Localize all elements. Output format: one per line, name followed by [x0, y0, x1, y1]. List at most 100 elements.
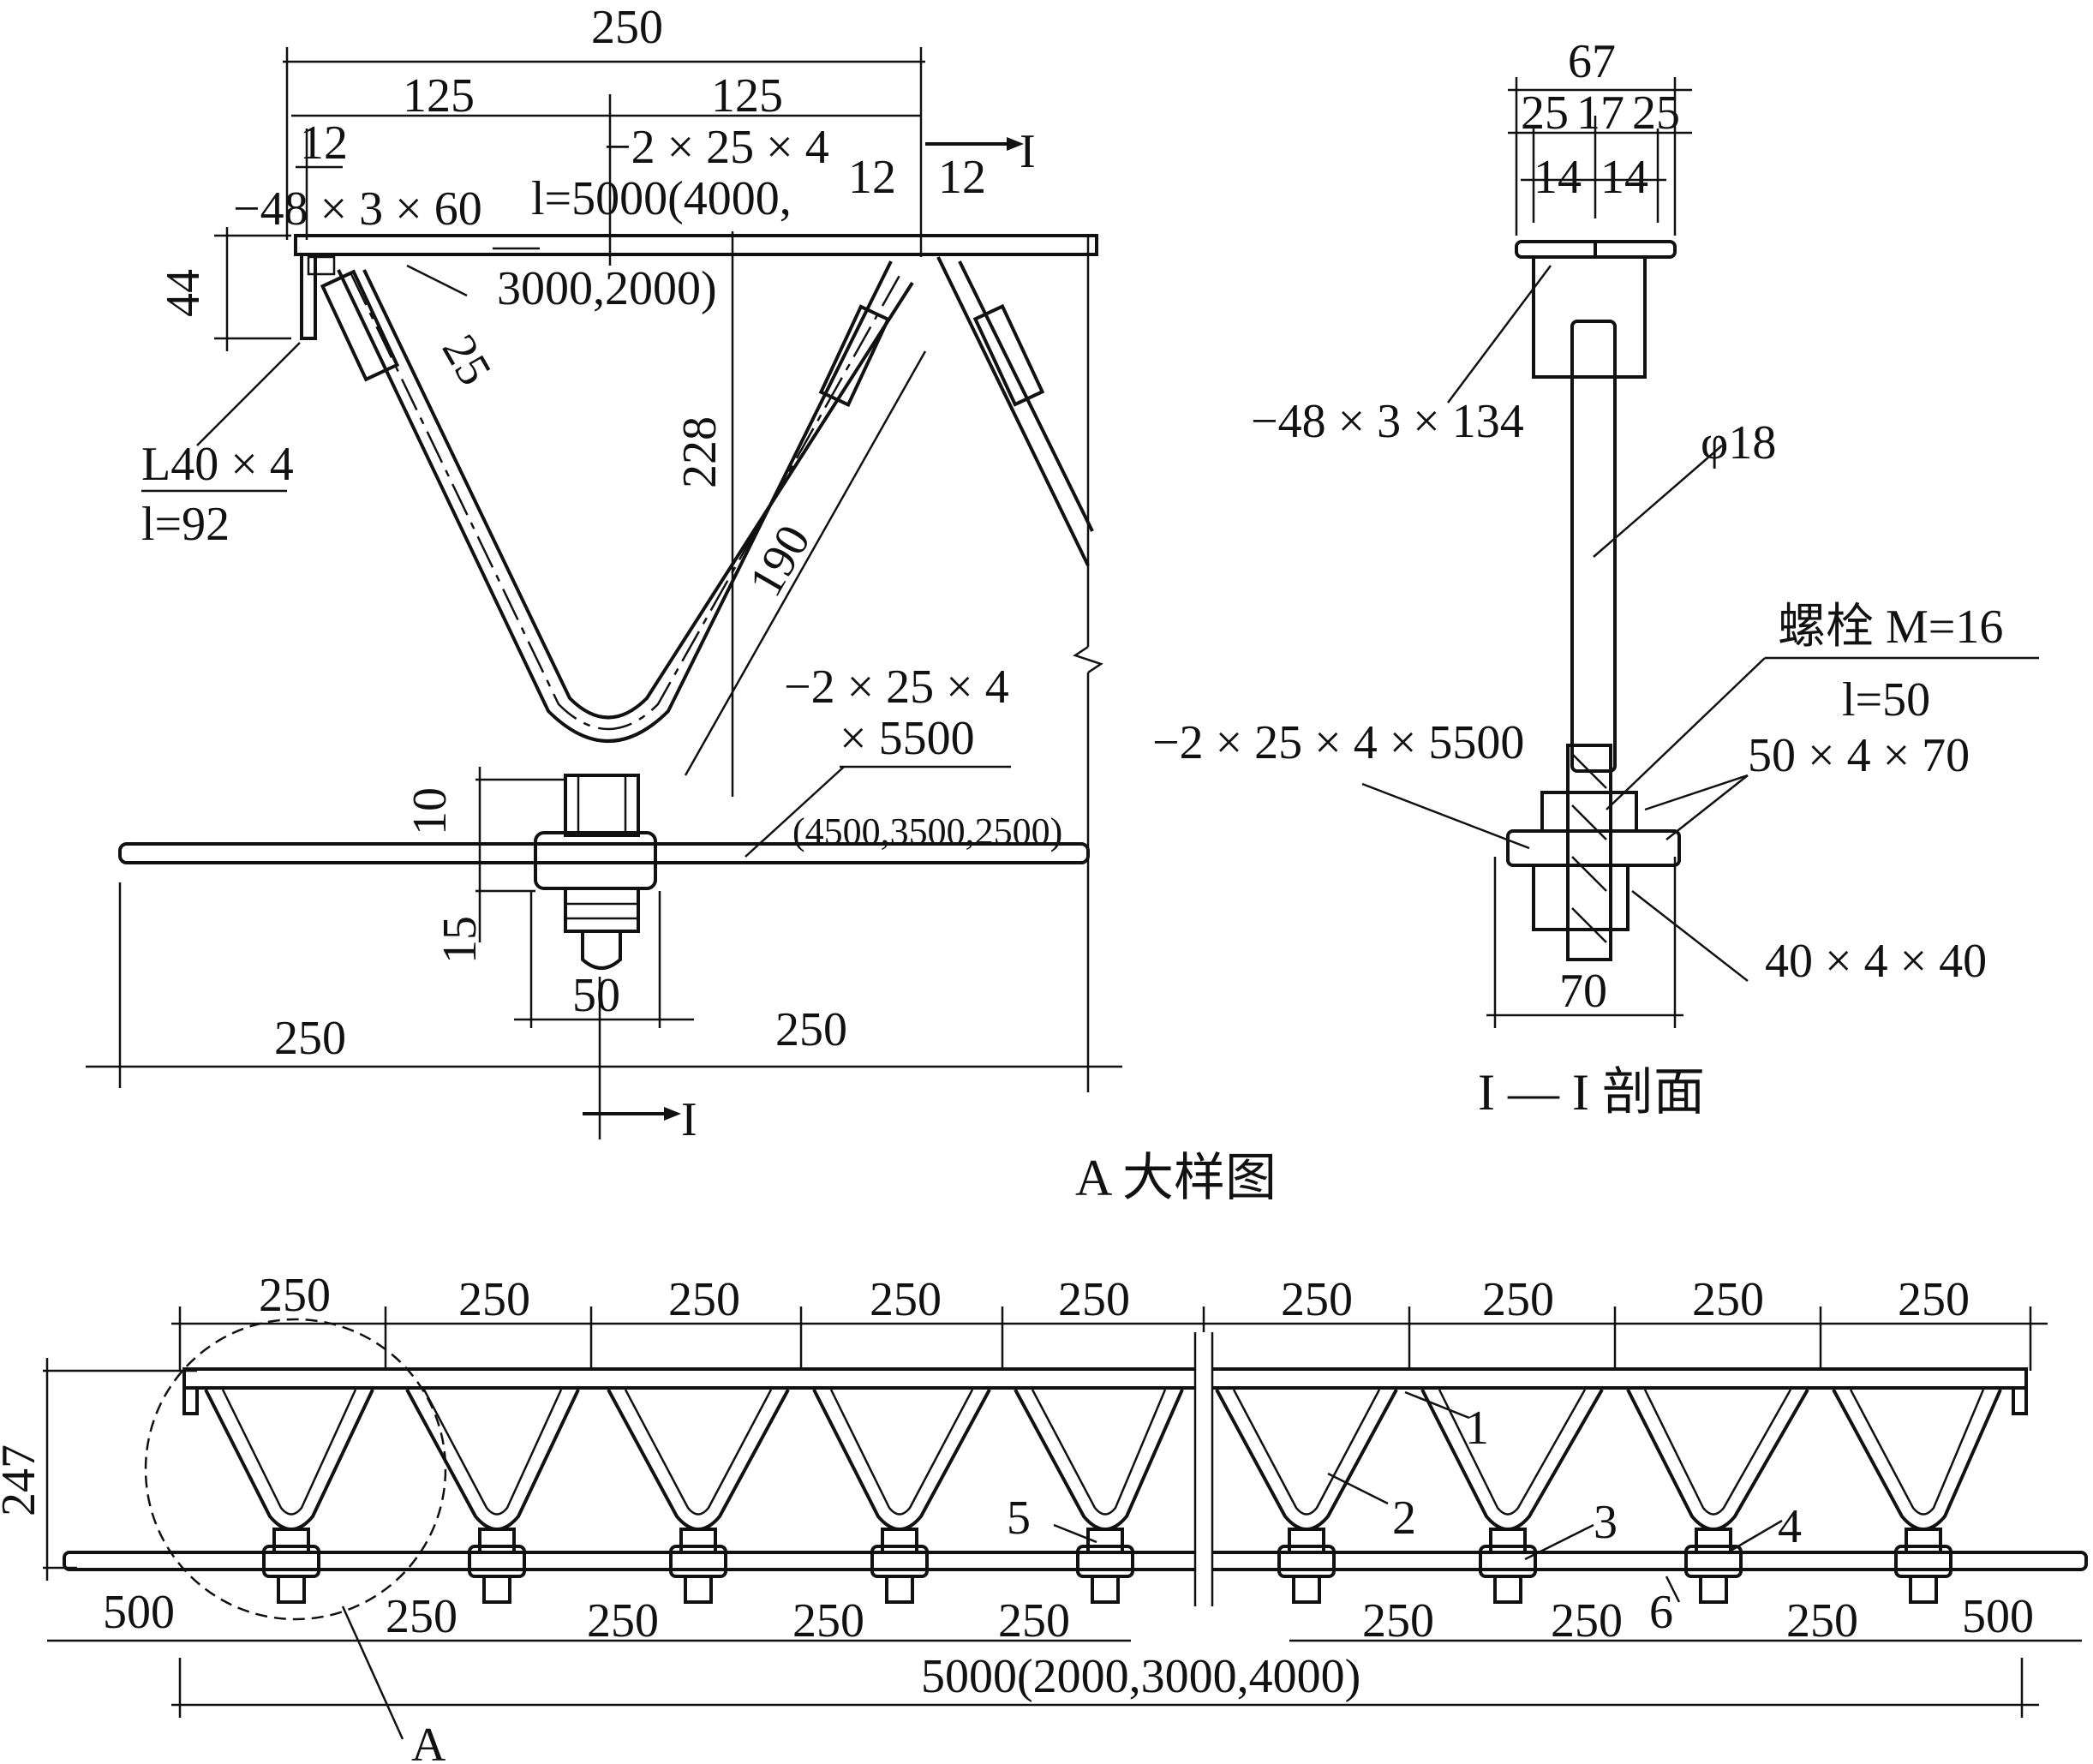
angle-label-1: L40 × 4	[141, 438, 294, 491]
web-bar-inner	[1232, 1389, 1381, 1516]
node-bolt	[482, 1575, 511, 1604]
dim-125-right: 125	[711, 69, 783, 123]
dim-190: 190	[739, 517, 822, 606]
node-connector	[1086, 1528, 1124, 1554]
web-bar-inner	[1849, 1389, 1985, 1516]
sec-dim-25-right: 25	[1632, 87, 1680, 140]
web-bar	[204, 1389, 374, 1531]
node-connector	[1695, 1528, 1732, 1554]
section-title: I — I 剖面	[1478, 1064, 1705, 1121]
node-connector	[1905, 1528, 1942, 1554]
sec-bolt-label-1: 螺栓 M=16	[1778, 601, 2003, 654]
sec-angle-label: 40 × 4 × 40	[1765, 935, 1987, 988]
dim-50: 50	[572, 969, 620, 1022]
sec-washer-label: 50 × 4 × 70	[1748, 729, 1970, 782]
dim-44: 44	[157, 269, 210, 317]
dim-250-bottom-right: 250	[775, 1003, 847, 1056]
node-bolt	[1909, 1575, 1938, 1604]
truss-dim-top: 250	[259, 1269, 331, 1322]
bar-top-label-1: −2 × 25 × 4	[604, 121, 829, 174]
section-mark-top: I	[1020, 125, 1036, 178]
node-bolt	[1493, 1575, 1522, 1604]
node-connector	[478, 1528, 516, 1554]
truss-dim-top: 250	[668, 1273, 740, 1326]
dim-10: 10	[404, 787, 457, 835]
bar-bot-label-2: × 5500	[840, 712, 975, 765]
node-bolt	[1699, 1575, 1728, 1604]
node-bolt	[684, 1575, 713, 1604]
web-bar	[1215, 1389, 1398, 1531]
section-mark-bottom: I	[681, 1093, 697, 1146]
sec-plate-label: −48 × 3 × 134	[1251, 395, 1524, 448]
truss-dim-bottom: 250	[587, 1594, 659, 1647]
callout-2: 2	[1392, 1492, 1416, 1545]
node-bolt	[1292, 1575, 1321, 1604]
dim-12-right: 12	[938, 151, 986, 204]
node-connector	[1288, 1528, 1325, 1554]
dim-250-top: 250	[591, 1, 663, 54]
callout-1: 1	[1465, 1402, 1489, 1455]
detail-title: A 大样图	[1075, 1150, 1277, 1206]
truss-dim-top: 250	[1898, 1273, 1970, 1326]
dim-12-mid: 12	[848, 151, 896, 204]
web-bar-inner	[1438, 1389, 1587, 1516]
node-bolt	[277, 1575, 306, 1604]
truss-elevation: 250 250 250 250 250 250 250 250 250 247 …	[0, 1269, 2088, 1764]
node-bolt	[885, 1575, 914, 1604]
dim-228: 228	[673, 416, 727, 488]
truss-top-dims: 250 250 250 250 250 250 250 250 250	[259, 1269, 1970, 1326]
detail-a: 250 125 125 12 12 12 I −48 × 3 × 60 −2 ×…	[86, 1, 1122, 1146]
truss-bottom-dims: 500 250 250 250 250 250 250 250 500	[103, 1586, 2034, 1647]
bar-bot-label-1: −2 × 25 × 4	[784, 661, 1009, 714]
section-i-i: 67 25 17 25 14 14 −48 × 3 × 134 φ18 螺栓 M…	[1152, 35, 2039, 1121]
truss-dim-bottom: 250	[792, 1594, 864, 1647]
dim-250-bottom-left: 250	[274, 1012, 346, 1065]
plate-top-label: −48 × 3 × 60	[233, 182, 482, 236]
truss-dim-bottom: 500	[103, 1586, 175, 1639]
bar-top-label-3: 3000,2000)	[497, 262, 717, 315]
truss-dim-top: 250	[1058, 1273, 1130, 1326]
sec-dim-14-left: 14	[1534, 151, 1582, 204]
angle-label-2: l=92	[141, 498, 230, 551]
sec-dim-67: 67	[1568, 35, 1616, 88]
dim-15: 15	[434, 916, 487, 964]
detail-ref-label: A	[411, 1719, 446, 1764]
web-bar-inner	[221, 1389, 357, 1516]
sec-bolt-label-2: l=50	[1842, 673, 1930, 727]
truss-dim-top: 250	[870, 1273, 942, 1326]
node-connector	[679, 1528, 717, 1554]
sec-dim-25-left: 25	[1521, 87, 1569, 140]
callout-4: 4	[1778, 1500, 1802, 1553]
node-connector	[1489, 1528, 1527, 1554]
sec-dim-17: 17	[1576, 87, 1624, 140]
dim-12-left: 12	[300, 117, 348, 170]
bar-bot-label-3: (4500,3500,2500)	[792, 810, 1062, 852]
sec-rod-label: φ18	[1701, 416, 1776, 469]
dim-125-left: 125	[403, 69, 475, 123]
truss-dim-bottom: 250	[998, 1594, 1070, 1647]
dim-25: 25	[432, 326, 502, 394]
node-bolt	[1091, 1575, 1120, 1604]
truss-dim-bottom: 500	[1962, 1590, 2034, 1643]
callout-5: 5	[1007, 1492, 1031, 1545]
sec-dim-14-right: 14	[1600, 151, 1648, 204]
node-connector	[881, 1528, 918, 1554]
truss-dim-bottom: 250	[1362, 1594, 1434, 1647]
callout-6: 6	[1649, 1586, 1673, 1639]
truss-dim-bottom: 250	[386, 1590, 457, 1643]
truss-dim-top: 250	[458, 1273, 530, 1326]
truss-dim-bottom: 250	[1786, 1594, 1858, 1647]
callout-3: 3	[1594, 1496, 1618, 1549]
sec-dim-70: 70	[1559, 965, 1607, 1018]
bar-top-label-2: l=5000(4000,	[531, 172, 792, 225]
web-bar-inner	[1643, 1389, 1792, 1516]
web-bar-inner	[829, 1389, 974, 1516]
node-connector	[272, 1528, 310, 1554]
truss-dim-top: 250	[1281, 1273, 1353, 1326]
web-bar	[607, 1389, 790, 1531]
web-bar-inner	[422, 1389, 563, 1516]
truss-dim-total: 5000(2000,3000,4000)	[921, 1650, 1360, 1703]
truss-dim-bottom: 250	[1551, 1594, 1623, 1647]
web-bar-inner	[624, 1389, 773, 1516]
